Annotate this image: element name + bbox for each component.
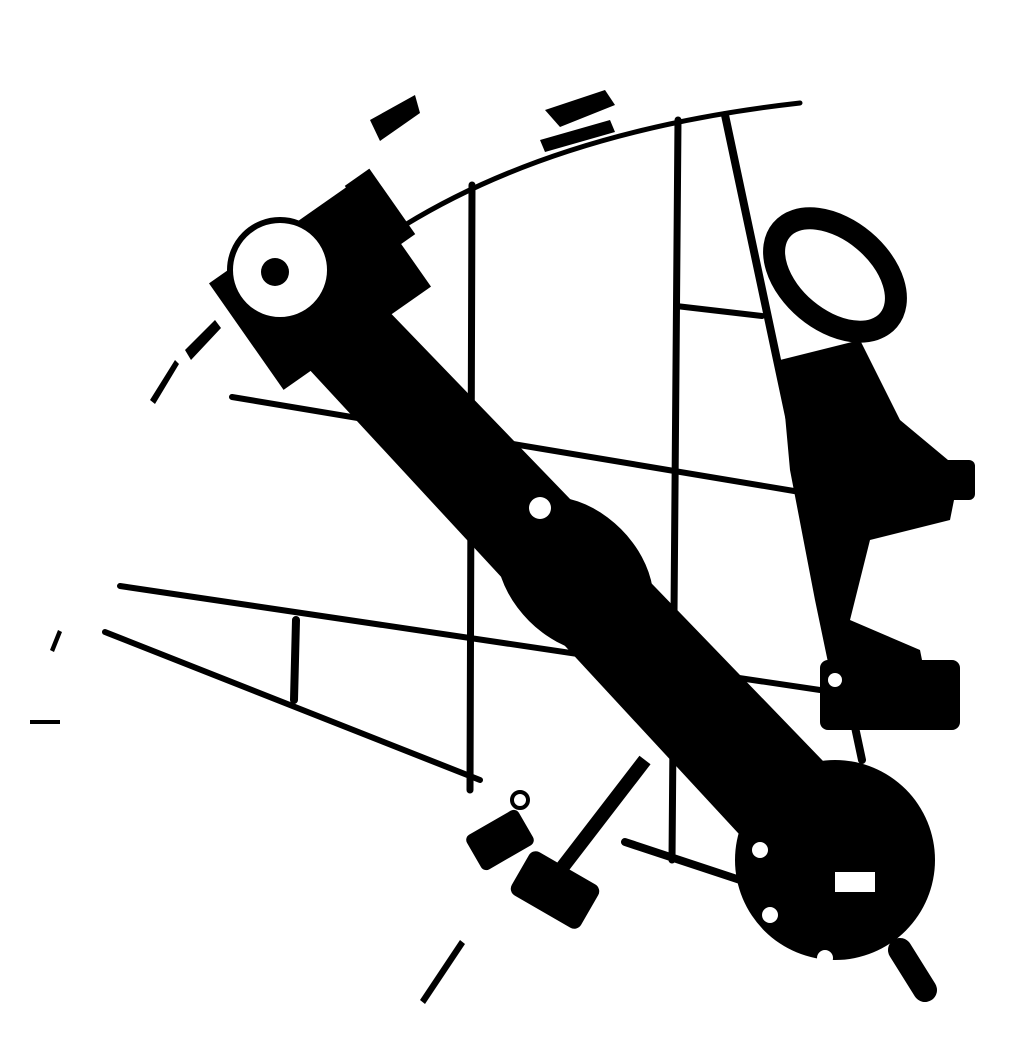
collar-screw — [510, 790, 530, 810]
handle-screw — [828, 673, 842, 687]
frame-right-brace — [673, 303, 765, 319]
handle-lower-clamp — [820, 660, 960, 730]
pivot-screw — [261, 258, 289, 286]
telescope-clamp — [510, 851, 600, 929]
drum-hole — [752, 842, 768, 858]
index-arm — [208, 168, 880, 900]
frame-top-arc — [402, 100, 803, 228]
scale-mark — [370, 95, 420, 141]
scale-mark — [420, 940, 465, 1004]
scale-mark — [150, 360, 179, 404]
telescope-ring — [763, 207, 907, 343]
drum-window — [835, 872, 875, 892]
telescope-collar — [466, 809, 534, 871]
drum-knob — [888, 938, 937, 1002]
handle-knob — [925, 460, 975, 500]
scale-mark — [545, 90, 615, 127]
drum-hole — [762, 907, 778, 923]
index-arm-bulge — [496, 496, 654, 654]
handle — [763, 207, 975, 730]
drum-wheel — [735, 760, 935, 960]
scale-mark — [50, 630, 62, 652]
drum-hole — [817, 950, 833, 966]
arm-screw — [529, 497, 551, 519]
scale-mark — [540, 120, 615, 152]
scale-mark — [185, 320, 221, 360]
arc-scale-fragments — [30, 90, 615, 1004]
handle-upper-bracket — [780, 340, 960, 720]
frame-bottom-bar — [621, 838, 744, 884]
frame-short-brace — [290, 616, 300, 704]
index-mirror-top — [344, 168, 416, 252]
telescope-holder — [466, 755, 651, 929]
frame-cross-lower — [102, 629, 483, 783]
vernier-drum — [735, 760, 937, 1002]
scale-mark — [30, 720, 60, 724]
